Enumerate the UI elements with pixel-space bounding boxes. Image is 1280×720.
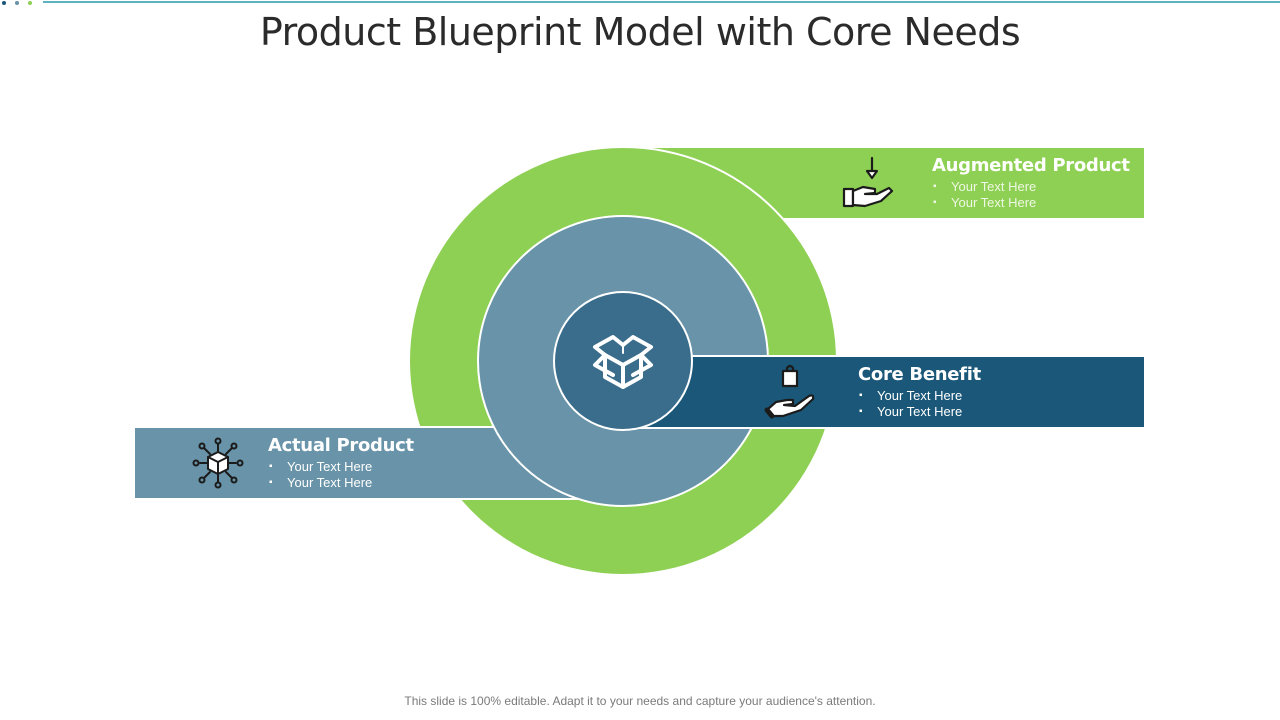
actual-bullet-2: ▪ Your Text Here bbox=[268, 475, 414, 491]
slide-title: Product Blueprint Model with Core Needs bbox=[259, 10, 1021, 54]
decor-dot-1 bbox=[2, 1, 6, 5]
hand-shopping-bag-icon bbox=[762, 364, 818, 420]
bullet-text: Your Text Here bbox=[951, 195, 1037, 210]
bullet-text: Your Text Here bbox=[287, 475, 373, 490]
core-benefit-content: Core Benefit ▪ Your Text Here ▪ Your Text … bbox=[762, 364, 981, 420]
bullet-text: Your Text Here bbox=[877, 388, 963, 403]
decor-dot-3 bbox=[28, 1, 32, 5]
actual-product-content: Actual Product ▪ Your Text Here ▪ Your Tex… bbox=[190, 435, 414, 491]
cube-network-icon bbox=[190, 435, 246, 491]
bullet-glyph: ▪ bbox=[933, 197, 937, 208]
core-benefit-bar bbox=[620, 357, 1144, 427]
bullet-glyph: ▪ bbox=[859, 390, 863, 401]
core-benefit-circle bbox=[553, 291, 693, 431]
top-accent-line bbox=[43, 1, 1280, 3]
augmented-product-content: Augmented Product ▪ Your Text Here ▪ Your … bbox=[840, 155, 1130, 211]
core-bullet-1: ▪ Your Text Here bbox=[858, 388, 981, 404]
bullet-glyph: ▪ bbox=[859, 406, 863, 417]
actual-bullet-1: ▪ Your Text Here bbox=[268, 459, 414, 475]
bullet-glyph: ▪ bbox=[269, 461, 273, 472]
augmented-bullet-2: ▪ Your Text Here bbox=[932, 195, 1130, 211]
core-benefit-title: Core Benefit bbox=[858, 364, 981, 385]
bullet-glyph: ▪ bbox=[269, 477, 273, 488]
augmented-product-title: Augmented Product bbox=[932, 155, 1130, 176]
bullet-text: Your Text Here bbox=[877, 404, 963, 419]
actual-product-title: Actual Product bbox=[268, 435, 414, 456]
hand-receive-arrow-icon bbox=[840, 155, 896, 211]
augmented-bullet-1: ▪ Your Text Here bbox=[932, 179, 1130, 195]
decorative-dots bbox=[2, 0, 32, 6]
decor-dot-2 bbox=[15, 1, 19, 5]
bullet-text: Your Text Here bbox=[951, 179, 1037, 194]
open-box-icon bbox=[593, 335, 653, 389]
core-bullet-2: ▪ Your Text Here bbox=[858, 404, 981, 420]
slide-footer-note: This slide is 100% editable. Adapt it to… bbox=[404, 694, 876, 708]
bullet-glyph: ▪ bbox=[933, 181, 937, 192]
bullet-text: Your Text Here bbox=[287, 459, 373, 474]
